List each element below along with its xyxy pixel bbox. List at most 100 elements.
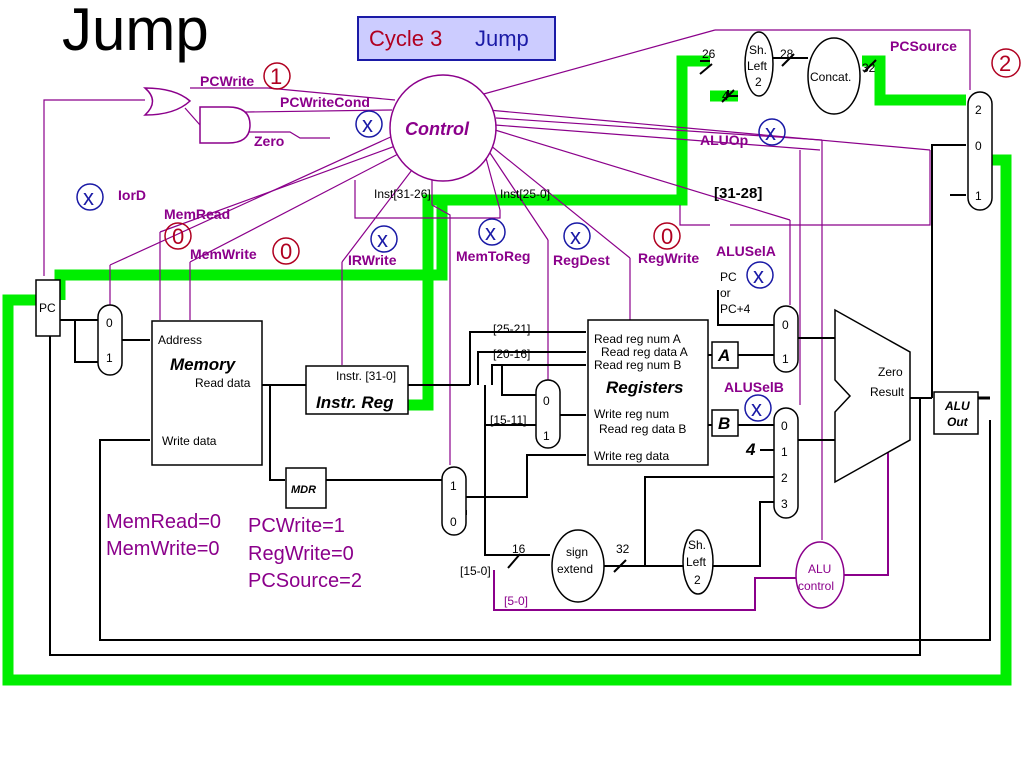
control-unit [389, 74, 497, 182]
inst-31-26: Inst[31-26] [374, 187, 431, 201]
status-memread: MemRead=0 [106, 511, 221, 533]
sig-iord: IorD [118, 187, 146, 203]
sig-aluop: ALUOp [700, 132, 748, 148]
alu-result: Result [870, 385, 905, 399]
memtoreg-mux-1: 1 [450, 479, 457, 493]
mdr-label: MDR [291, 484, 316, 496]
datapath-wires [49, 57, 991, 656]
marker-regwrite: 0 [661, 224, 673, 249]
alu [834, 308, 911, 484]
sig-aluselb: ALUSelB [724, 379, 784, 395]
shl-top-2: Left [747, 59, 768, 73]
marker-memtoreg: x [485, 220, 496, 245]
sig-irwrite: IRWrite [348, 252, 397, 268]
iord-mux-0: 0 [106, 316, 113, 330]
sig-memwrite: MemWrite [190, 246, 257, 262]
shl-bottom-1: Sh. [688, 538, 706, 552]
marker-pcwrite: 1 [270, 64, 282, 89]
pcsource-mux-2: 2 [975, 103, 982, 117]
reg-b [711, 409, 739, 437]
alusela-mux [773, 305, 799, 373]
status-regwrite: RegWrite=0 [248, 543, 354, 565]
memtoreg-mux [441, 466, 467, 536]
bits-5-0: [5-0] [504, 594, 528, 608]
pcsource-mux-0: 0 [975, 139, 982, 153]
reg-b-label: B [718, 414, 730, 433]
regdest-mux-0: 0 [543, 394, 550, 408]
pc-plus4-label: PC+4 [720, 302, 751, 316]
pc-register [35, 279, 61, 337]
status-memwrite: MemWrite=0 [106, 538, 220, 560]
pc-or-label: PC [720, 270, 737, 284]
inst-25-0: Inst[25-0] [500, 187, 550, 201]
status-pcwrite: PCWrite=1 [248, 515, 345, 537]
width-16: 16 [512, 542, 526, 556]
signal-value-markers: 1 x x 0 0 x x x 0 2 x x x [76, 48, 1021, 422]
marker-aluselb: x [751, 396, 762, 421]
marker-memwrite: 0 [280, 239, 292, 264]
width-28: 28 [780, 47, 794, 61]
alu-out-register [933, 391, 979, 435]
marker-regdest: x [570, 224, 581, 249]
sign-extend-unit [551, 529, 605, 603]
width-4: 4 [722, 89, 729, 103]
shl-top-1: Sh. [749, 43, 767, 57]
control-label: Control [405, 119, 470, 139]
alu-zero: Zero [878, 365, 903, 379]
bits-15-0: [15-0] [460, 564, 491, 578]
regdest-mux [535, 379, 561, 449]
width-32-top: 32 [862, 61, 876, 75]
sign-extend-1: sign [566, 545, 588, 559]
memory-title: Memory [170, 355, 237, 374]
or-label: or [720, 286, 731, 300]
marker-memread: 0 [172, 224, 184, 249]
marker-pcwritecond: x [362, 112, 373, 137]
shl-top-3: 2 [755, 75, 762, 89]
sig-zero: Zero [254, 133, 284, 149]
iord-mux [97, 304, 123, 376]
sig-regwrite: RegWrite [638, 250, 699, 266]
alu-out-1: ALU [944, 399, 970, 413]
const-4: 4 [745, 440, 756, 459]
aluselb-mux-0: 0 [781, 419, 788, 433]
concat-label: Concat. [810, 70, 851, 84]
control-wires [43, 29, 971, 611]
pcsource-mux-1: 1 [975, 189, 982, 203]
pcsource-mux [967, 91, 993, 211]
read-reg-num-a: Read reg num A [594, 332, 681, 346]
alu-out-2: Out [947, 415, 969, 429]
read-reg-data-a: Read reg data A [601, 345, 688, 359]
aluselb-mux-3: 3 [781, 497, 788, 511]
reg-a-label: A [717, 346, 730, 365]
bus-width-ticks [507, 53, 877, 573]
memory-write-data: Write data [162, 434, 217, 448]
mdr-register [285, 467, 327, 509]
bits-20-16: [20-16] [493, 347, 530, 361]
shl-bottom-2: Left [686, 555, 707, 569]
alu-control-2: control [798, 579, 834, 593]
sig-memread: MemRead [164, 206, 230, 222]
memory-read-data: Read data [195, 376, 251, 390]
alu-control-1: ALU [808, 562, 831, 576]
marker-iord: x [83, 185, 94, 210]
marker-alusela: x [753, 263, 764, 288]
register-file [587, 319, 709, 466]
write-reg-data: Write reg data [594, 449, 669, 463]
alusela-mux-1: 1 [782, 352, 789, 366]
shift-left-bottom [682, 529, 714, 595]
read-reg-data-b: Read reg data B [599, 422, 686, 436]
instruction-register [305, 365, 409, 415]
memory-unit [151, 320, 263, 466]
sig-pcwrite: PCWrite [200, 73, 254, 89]
alusela-mux-0: 0 [782, 318, 789, 332]
marker-pcsource: 2 [999, 51, 1011, 76]
pcwritecond-and-gate [199, 106, 251, 144]
pc-label: PC [39, 301, 56, 315]
write-reg-num: Write reg num [594, 407, 669, 421]
width-32-bottom: 32 [616, 542, 630, 556]
sig-memtoreg: MemToReg [456, 248, 530, 264]
aluselb-mux [773, 407, 799, 519]
alu-control [795, 541, 845, 609]
shl-bottom-3: 2 [694, 573, 701, 587]
